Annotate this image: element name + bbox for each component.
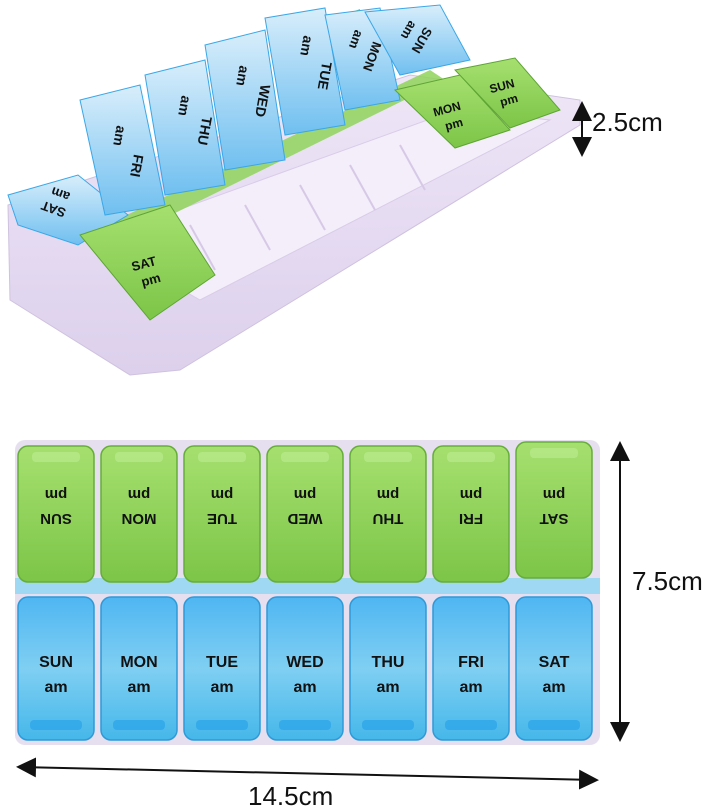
pm-lid-body xyxy=(266,445,344,583)
am-lid-day-label: WED xyxy=(286,654,323,671)
am-lid-period-label: am xyxy=(376,679,399,696)
pm-lid-tab xyxy=(32,452,80,462)
pm-lid-period-label: pm xyxy=(543,486,566,503)
am-lid-tab xyxy=(113,720,165,730)
am-lid-tab xyxy=(196,720,248,730)
am-lid-sun[interactable]: SUN am xyxy=(17,596,95,741)
pm-lid-period-label: pm xyxy=(294,486,317,503)
perspective-view: SAT am FRI am THU am WED am TUE am xyxy=(7,4,581,376)
pm-lid-day-label: SUN xyxy=(40,510,72,527)
am-lid-day-label: MON xyxy=(120,654,157,671)
pm-lid-tab xyxy=(364,452,412,462)
am-lid-tab xyxy=(445,720,497,730)
pm-lid-body xyxy=(515,441,593,579)
am-lid-body xyxy=(100,596,178,741)
closed-lid-sat-period: pm xyxy=(139,270,162,290)
pm-lid-sat[interactable]: SAT pm xyxy=(515,441,593,579)
pm-lid-body xyxy=(17,445,95,583)
am-lid-period-label: am xyxy=(293,679,316,696)
open-am-lids: SAT am FRI am THU am WED am TUE am xyxy=(7,4,471,246)
open-lid-mon-period: am xyxy=(346,28,367,51)
open-lid-wed-day: WED xyxy=(252,83,273,118)
pm-lid-sun[interactable]: SUN pm xyxy=(17,445,95,583)
am-lid-fri[interactable]: FRI am xyxy=(432,596,510,741)
width-label: 14.5cm xyxy=(248,781,333,810)
am-lid-day-label: SAT xyxy=(539,654,570,671)
am-lid-period-label: am xyxy=(127,679,150,696)
pm-lid-fri[interactable]: FRI pm xyxy=(432,445,510,583)
pm-lid-tab xyxy=(281,452,329,462)
width-dimension: 14.5cm xyxy=(16,757,599,810)
pm-lid-mon[interactable]: MON pm xyxy=(100,445,178,583)
pm-lid-period-label: pm xyxy=(377,486,400,503)
pm-lid-tab xyxy=(115,452,163,462)
open-lid-fri-period: am xyxy=(110,125,129,148)
am-lid-period-label: am xyxy=(210,679,233,696)
closed-lid-sun-day: SUN xyxy=(488,76,516,96)
open-lid-tue-day: TUE xyxy=(315,61,336,91)
pm-lid-period-label: pm xyxy=(128,486,151,503)
pm-lid-day-label: TUE xyxy=(207,510,237,527)
pm-lid-body xyxy=(432,445,510,583)
open-lid-wed-period: am xyxy=(233,65,252,88)
pm-lid-period-label: pm xyxy=(460,486,483,503)
height-label: 2.5cm xyxy=(592,107,663,137)
am-lid-thu[interactable]: THU am xyxy=(349,596,427,741)
open-lid-thu-period: am xyxy=(175,95,194,118)
pm-lid-day-label: THU xyxy=(373,510,404,527)
open-lid-tue-period: am xyxy=(297,35,316,58)
am-lid-tab xyxy=(528,720,580,730)
am-lid-period-label: am xyxy=(459,679,482,696)
pm-lid-body xyxy=(349,445,427,583)
pm-lid-tue[interactable]: TUE pm xyxy=(183,445,261,583)
am-lid-body xyxy=(17,596,95,741)
am-lid-tue[interactable]: TUE am xyxy=(183,596,261,741)
pm-lid-body xyxy=(183,445,261,583)
pm-lid-body xyxy=(100,445,178,583)
pm-lid-period-label: pm xyxy=(45,486,68,503)
am-lid-period-label: am xyxy=(44,679,67,696)
pm-lid-tab xyxy=(447,452,495,462)
am-lid-wed[interactable]: WED am xyxy=(266,596,344,741)
closed-pm-lids: SAT pm MON pm SUN pm xyxy=(79,57,561,321)
open-lid-sat-period: am xyxy=(49,184,72,205)
height-dimension: 2.5cm xyxy=(572,101,663,157)
pm-lid-period-label: pm xyxy=(211,486,234,503)
pm-lid-day-label: FRI xyxy=(459,510,483,527)
closed-lid-sat-day: SAT xyxy=(130,253,158,274)
am-lid-mon[interactable]: MON am xyxy=(100,596,178,741)
am-lid-tab xyxy=(362,720,414,730)
depth-dimension: 7.5cm xyxy=(610,441,703,742)
am-lid-tab xyxy=(279,720,331,730)
am-lid-body xyxy=(515,596,593,741)
am-lid-body xyxy=(266,596,344,741)
pm-lid-wed[interactable]: WED pm xyxy=(266,445,344,583)
depth-label: 7.5cm xyxy=(632,566,703,596)
am-lid-row: SUN am MON am TUE am WED am THU am FRI am SAT am xyxy=(17,596,593,741)
pm-lid-tab xyxy=(530,448,578,458)
am-lid-body xyxy=(183,596,261,741)
am-lid-sat[interactable]: SAT am xyxy=(515,596,593,741)
closed-lid-sun-period: pm xyxy=(498,91,519,109)
am-lid-day-label: FRI xyxy=(458,654,484,671)
pm-lid-day-label: SAT xyxy=(540,510,569,527)
am-lid-body xyxy=(349,596,427,741)
am-lid-day-label: SUN xyxy=(39,654,73,671)
pm-lid-thu[interactable]: THU pm xyxy=(349,445,427,583)
am-lid-tab xyxy=(30,720,82,730)
am-lid-day-label: THU xyxy=(372,654,405,671)
am-lid-day-label: TUE xyxy=(206,654,238,671)
pm-lid-tab xyxy=(198,452,246,462)
open-lid-fri-day: FRI xyxy=(127,153,147,178)
am-lid-body xyxy=(432,596,510,741)
am-lid-period-label: am xyxy=(542,679,565,696)
open-lid-thu-day: THU xyxy=(195,115,216,146)
pm-lid-day-label: WED xyxy=(287,510,322,527)
pm-lid-day-label: MON xyxy=(122,510,157,527)
closed-lid-mon-period: pm xyxy=(443,115,464,133)
